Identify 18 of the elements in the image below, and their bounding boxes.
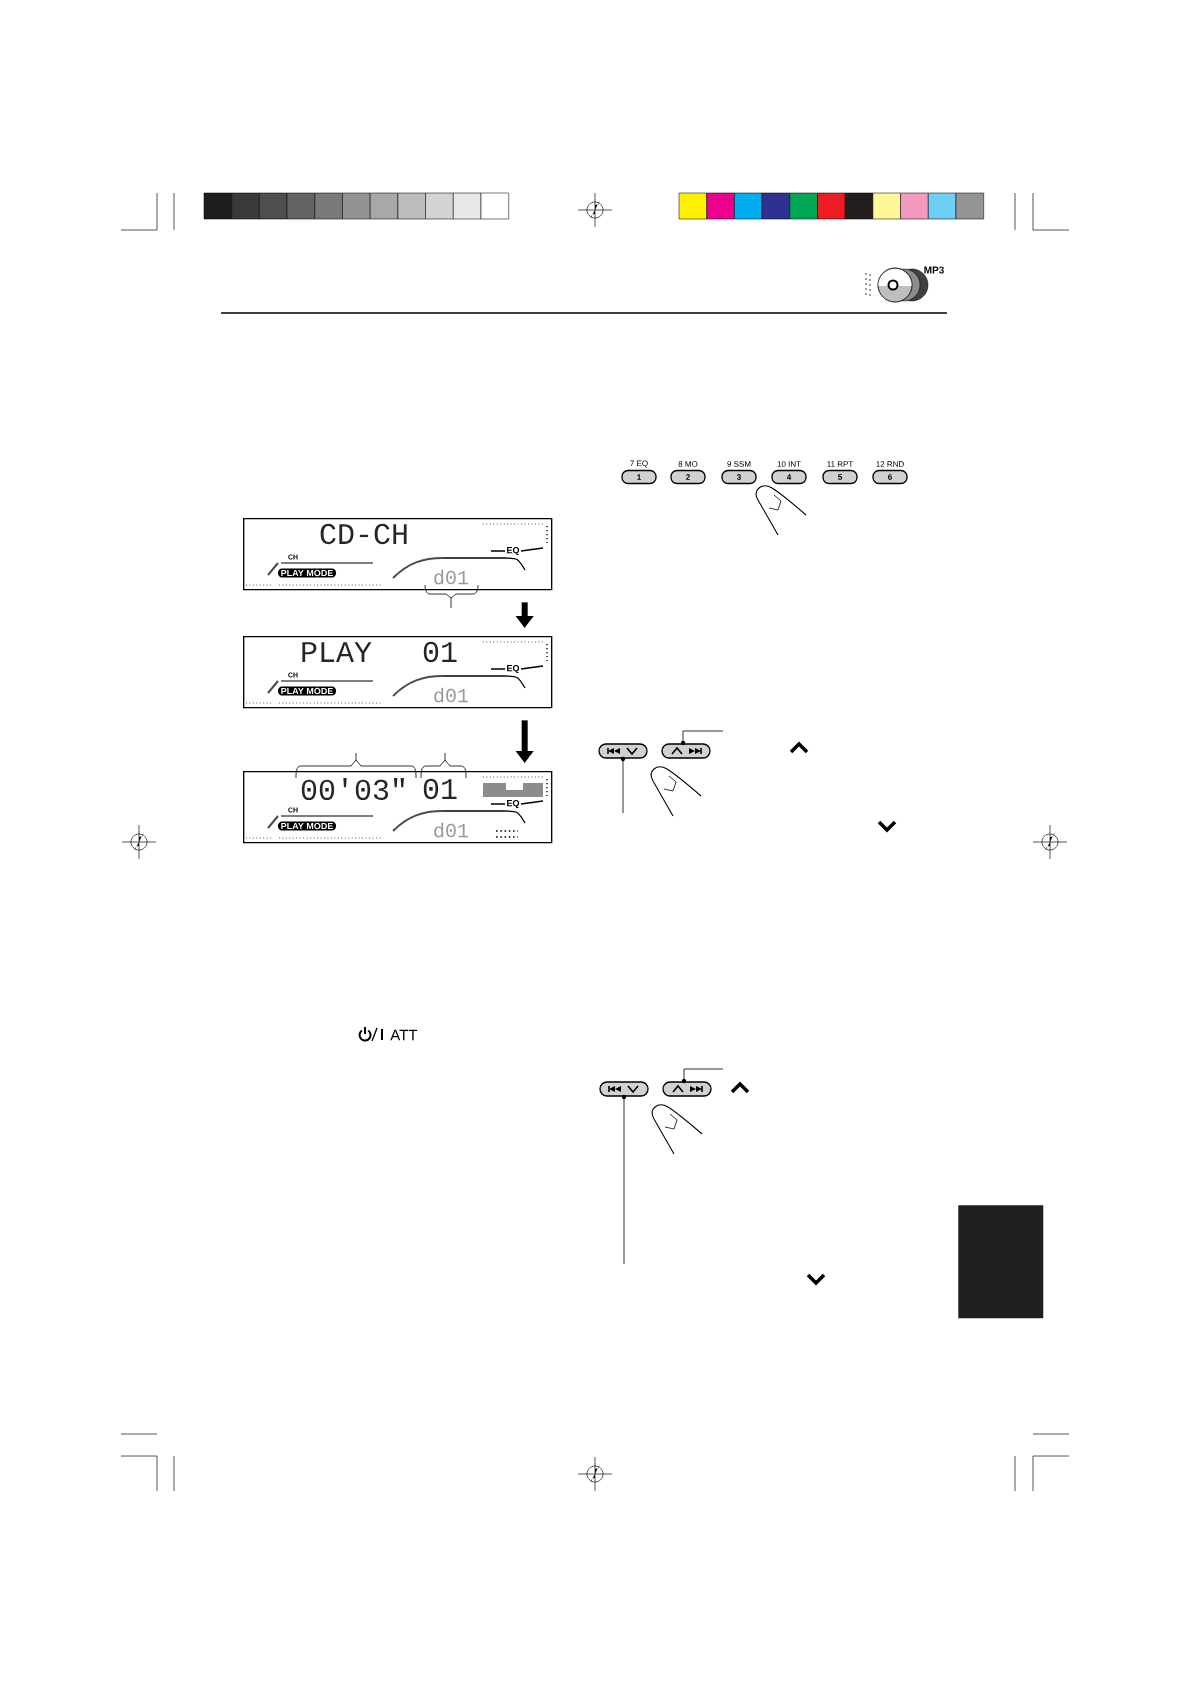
preset-button: 6 (872, 469, 908, 485)
side-tab (958, 1205, 1044, 1319)
button-label: 9 SSM (727, 461, 751, 467)
preset-button: 1 (621, 469, 657, 485)
preset-button: 2 (670, 469, 706, 485)
preset-button: 5 (822, 469, 858, 485)
play-mode-badge: PLAY MODE (278, 568, 336, 578)
play-mode-badge: PLAY MODE (278, 686, 336, 696)
button-label: 11 RPT (827, 461, 854, 467)
play-mode-badge: PLAY MODE (278, 821, 336, 831)
button-label: 7 EQ (630, 460, 648, 468)
preset-button: 4 (771, 469, 807, 485)
control-label: ATT (390, 1029, 418, 1041)
button-label: 10 INT (777, 461, 801, 467)
button-label: 12 RND (876, 461, 904, 467)
button-label: 8 MO (678, 461, 698, 467)
preset-button: 3 (721, 469, 757, 485)
icon-label: MP3 (924, 266, 944, 274)
